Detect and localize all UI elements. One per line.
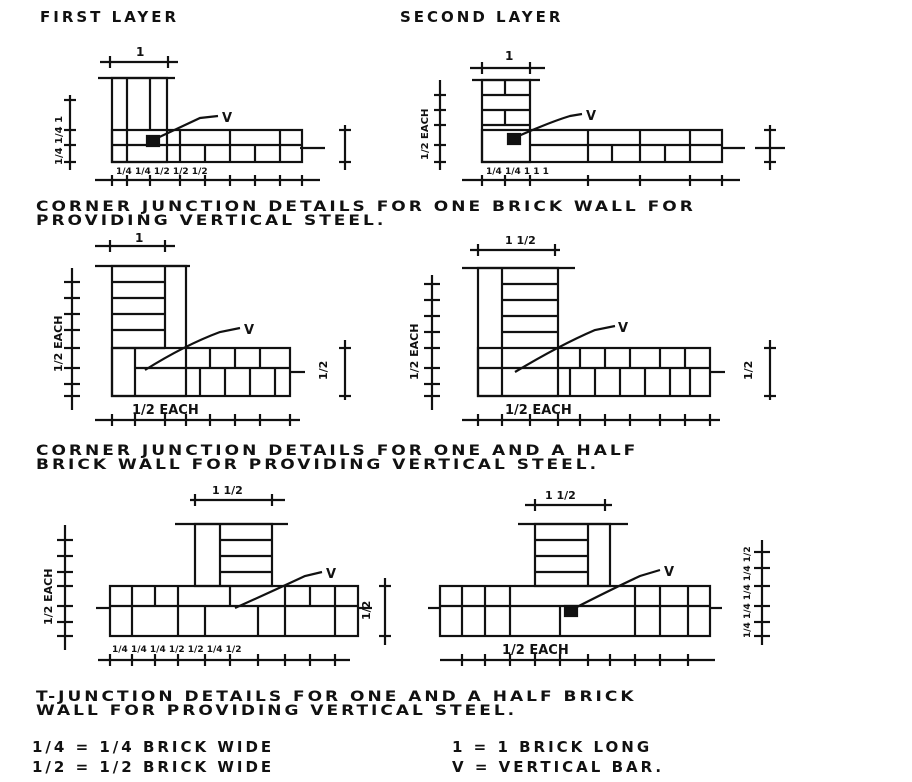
dim-label: 1 1/2 bbox=[212, 484, 243, 497]
v-label: V bbox=[586, 109, 596, 124]
v-label: V bbox=[618, 321, 628, 336]
side-dims: 1/4 1/4 1/4 1/4 1/2 bbox=[743, 546, 753, 638]
caption-t-junction-line2: WALL FOR PROVIDING VERTICAL STEEL. bbox=[36, 702, 518, 720]
legend-v: V = VERTICAL BAR. bbox=[452, 758, 665, 776]
v-label: V bbox=[244, 323, 254, 338]
dim-label: 1 bbox=[136, 45, 144, 59]
v-label: V bbox=[326, 567, 336, 582]
bottom-dims: 1/4 1/4 1 1 1 bbox=[486, 167, 549, 177]
right-dim: 1/2 bbox=[360, 601, 373, 620]
bottom-dims: 1/2 EACH bbox=[502, 643, 569, 658]
side-dims: 1/2 EACH bbox=[42, 569, 55, 625]
bottom-dims: 1/4 1/4 1/4 1/2 1/2 1/4 1/2 bbox=[112, 645, 241, 655]
caption-one-brick-line2: PROVIDING VERTICAL STEEL. bbox=[36, 212, 387, 230]
side-dims: 1/2 EACH bbox=[420, 109, 431, 160]
detail-t-junction-right: 1 1/2 V 1/4 1/4 1/4 1/4 1/2 bbox=[428, 489, 770, 666]
bottom-dims: 1/2 EACH bbox=[505, 403, 572, 418]
detail-one-half-brick-corner-left: 1 V 1/2 EACH 1/2 bbox=[52, 231, 351, 426]
detail-t-junction-left: 1 1/2 V 1/2 EACH 1/2 bbox=[42, 484, 391, 666]
v-label: V bbox=[222, 111, 232, 126]
side-dims: 1/2 EACH bbox=[408, 324, 421, 380]
right-dim: 1/2 bbox=[317, 361, 330, 380]
caption-one-brick-line1: CORNER JUNCTION DETAILS FOR ONE BRICK WA… bbox=[36, 198, 696, 216]
caption-one-half-corner-line1: CORNER JUNCTION DETAILS FOR ONE AND A HA… bbox=[36, 442, 639, 460]
legend-quarter: 1/4 = 1/4 BRICK WIDE bbox=[32, 738, 275, 756]
side-dims: 1/4 1/4 1 bbox=[54, 116, 65, 165]
v-label: V bbox=[664, 565, 674, 580]
caption-one-half-corner-line2: BRICK WALL FOR PROVIDING VERTICAL STEEL. bbox=[36, 456, 600, 474]
dim-label: 1 1/2 bbox=[505, 234, 536, 247]
dim-label: 1 bbox=[135, 231, 143, 245]
header-second-layer: SECOND LAYER bbox=[400, 8, 564, 26]
dim-label: 1 bbox=[505, 49, 513, 63]
detail-one-half-brick-corner-right: 1 1/2 V 1/2 EACH 1/2 bbox=[408, 234, 776, 426]
bottom-dims: 1/4 1/4 1/2 1/2 1/2 bbox=[116, 167, 208, 177]
legend-half: 1/2 = 1/2 BRICK WIDE bbox=[32, 758, 275, 776]
caption-t-junction-line1: T-JUNCTION DETAILS FOR ONE AND A HALF BR… bbox=[36, 688, 637, 706]
right-dim: 1/2 bbox=[742, 361, 755, 380]
bottom-dims: 1/2 EACH bbox=[132, 403, 199, 418]
detail-one-brick-first-layer: 1 V 1/4 1/4 1 bbox=[54, 45, 351, 186]
legend-one: 1 = 1 BRICK LONG bbox=[452, 738, 653, 756]
dim-label: 1 1/2 bbox=[545, 489, 576, 502]
side-dims: 1/2 EACH bbox=[52, 316, 65, 372]
header-first-layer: FIRST LAYER bbox=[40, 8, 180, 26]
detail-one-brick-second-layer: 1 V 1/2 EACH bbox=[420, 49, 785, 186]
